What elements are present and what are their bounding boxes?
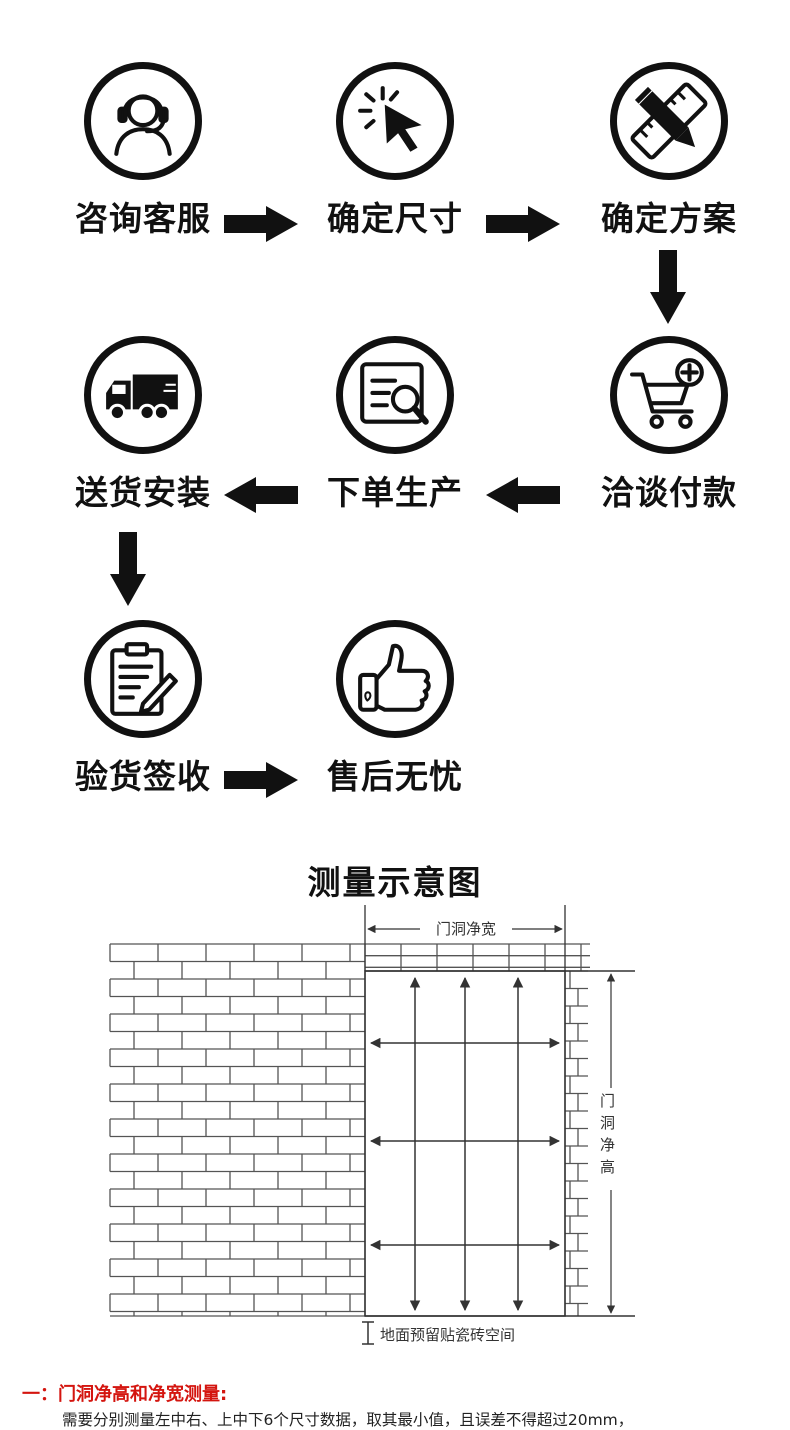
step-label: 洽谈付款 — [601, 473, 737, 512]
width-label: 门洞净宽 — [436, 920, 496, 938]
cursor-click-icon — [336, 62, 454, 180]
height-label: 门洞净高 — [600, 1092, 615, 1176]
step-payment: 洽谈付款 — [594, 336, 744, 514]
note-heading: 一：门洞净高和净宽测量: — [22, 1384, 228, 1405]
step-label: 确定尺寸 — [327, 199, 463, 238]
arrow-down-icon — [110, 532, 146, 606]
customer-service-headset-icon — [84, 62, 202, 180]
arrow-right-icon — [224, 206, 298, 242]
diagram-title: 测量示意图 — [307, 863, 483, 902]
note-text: 需要分别测量左中右、上中下6个尺寸数据，取其最小值，且误差不得超过20mm， — [62, 1411, 634, 1429]
arrow-right-icon — [486, 206, 560, 242]
step-delivery: 送货安装 — [68, 336, 218, 514]
step-size: 确定尺寸 — [320, 62, 470, 240]
arrow-left-icon — [486, 477, 560, 513]
step-label: 确定方案 — [601, 199, 737, 238]
step-label: 售后无忧 — [327, 757, 463, 796]
document-search-icon — [336, 336, 454, 454]
delivery-truck-icon — [84, 336, 202, 454]
step-consult: 咨询客服 — [68, 62, 218, 240]
step-production: 下单生产 — [320, 336, 470, 514]
brick-wall — [109, 943, 590, 1317]
step-acceptance: 验货签收 — [68, 620, 218, 798]
clipboard-sign-icon — [84, 620, 202, 738]
arrow-right-icon — [224, 762, 298, 798]
arrow-down-icon — [650, 250, 686, 324]
step-label: 验货签收 — [75, 757, 211, 796]
step-aftersales: 售后无忧 — [320, 620, 470, 798]
shopping-cart-plus-icon — [610, 336, 728, 454]
step-label: 送货安装 — [75, 473, 211, 512]
step-label: 下单生产 — [327, 473, 463, 512]
thumbs-up-icon — [336, 620, 454, 738]
step-plan: 确定方案 — [594, 62, 744, 240]
step-label: 咨询客服 — [75, 199, 211, 238]
floor-label: 地面预留贴瓷砖空间 — [380, 1326, 515, 1344]
floor-space-marker — [362, 1321, 374, 1345]
measurement-diagram: 门洞净宽 门洞净高 地面预留贴瓷砖空间 — [109, 905, 635, 1345]
pencil-ruler-icon — [610, 62, 728, 180]
arrow-left-icon — [224, 477, 298, 513]
